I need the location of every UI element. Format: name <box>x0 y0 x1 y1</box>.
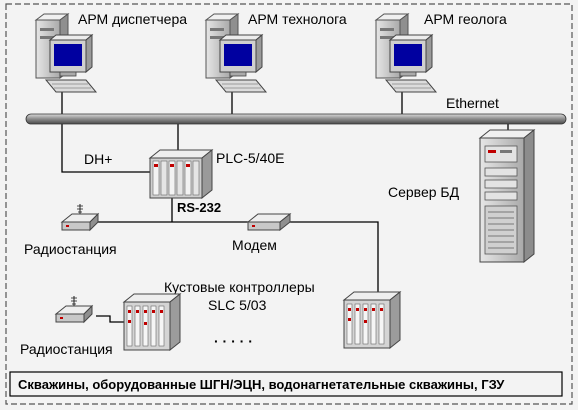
left-controller-icon <box>123 293 181 351</box>
dh-plus-label: DH+ <box>84 151 112 167</box>
right-controller-icon <box>343 291 401 349</box>
cluster-ellipsis: · · · · · <box>214 333 253 349</box>
dispatcher-label: АРМ диспетчера <box>78 11 187 27</box>
modem-label: Модем <box>232 237 277 253</box>
server-label: Сервер БД <box>388 184 460 200</box>
database-server-icon <box>478 128 536 264</box>
top-radio-label: Радиостанция <box>24 241 117 257</box>
top-radio-icon <box>61 203 99 231</box>
radio-controller-wire <box>96 315 124 323</box>
cluster-label-line2: SLC 5/03 <box>208 297 267 313</box>
technologist-label: АРМ технолога <box>248 11 347 27</box>
plc-label: PLC-5/40E <box>216 150 284 166</box>
rs232-label: RS-232 <box>177 200 221 215</box>
cluster-label-line1: Кустовые контроллеры <box>164 279 315 295</box>
footer-box <box>9 371 563 397</box>
modem-icon <box>246 212 292 232</box>
outer-frame <box>5 3 573 405</box>
dh-plus-wire <box>61 124 150 173</box>
rs232-bus-wire <box>98 221 379 292</box>
ethernet-bus <box>25 113 567 125</box>
bottom-radio-icon <box>55 295 93 323</box>
plc-chassis-icon <box>148 148 214 200</box>
bottom-radio-label: Радиостанция <box>20 341 113 357</box>
footer-text: Скважины, оборудованные ШГН/ЭЦН, водонаг… <box>18 377 505 392</box>
ethernet-label: Ethernet <box>446 95 499 111</box>
geologist-label: АРМ геолога <box>424 11 507 27</box>
